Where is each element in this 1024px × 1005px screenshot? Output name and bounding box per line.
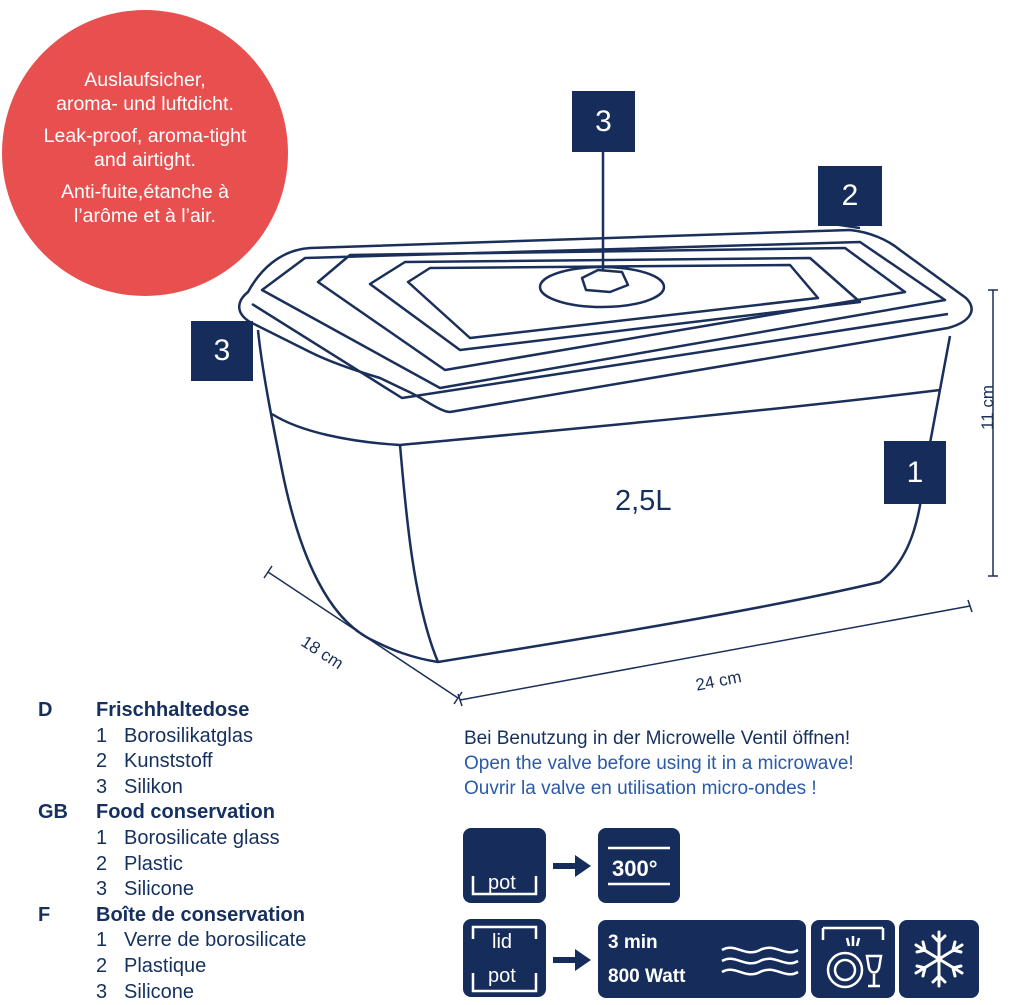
legend-item-text: Silikon: [124, 775, 183, 798]
pot-outline-icon: [471, 876, 538, 896]
badge-text-fr: Anti-fuite,étanche à l’arôme et à l’air.: [60, 181, 230, 227]
glass-body: [256, 329, 952, 664]
legend-item-number: 2: [96, 750, 108, 773]
microwave-icon: 3 min 800 Watt: [598, 920, 806, 998]
callout-valve-3: 3: [572, 91, 635, 152]
pot-label-2: pot: [488, 965, 516, 987]
legend-group-f: F Boîte de conservation 1 Verre de borosil…: [38, 903, 306, 1005]
dishwasher-symbol-icon: [821, 926, 885, 989]
legend-item-number: 2: [96, 852, 108, 875]
legend-item-text: Silicone: [124, 980, 195, 1003]
legend-item-text: Verre de borosilicate: [124, 929, 307, 952]
oven-outline-icon: [608, 846, 670, 886]
legend-item-text: Plastique: [124, 954, 207, 977]
lid-tier-inner: [368, 256, 862, 352]
capacity-label: 2,5L: [615, 485, 672, 517]
lid-outline: [238, 228, 973, 414]
legend-title: Frischhaltedose: [96, 699, 250, 721]
microwave-text-en: Open the valve before using it in a micr…: [464, 753, 854, 774]
legend-item-number: 1: [96, 826, 108, 849]
badge-text-de: Auslaufsicher, aroma- und luftdicht.: [56, 69, 234, 115]
lid-label: lid: [492, 931, 513, 953]
microwave-instructions: Bei Benutzung in der Microwelle Ventil ö…: [464, 726, 854, 801]
oven-temp: 300°: [612, 856, 658, 881]
callout-seal-3: 3: [191, 321, 253, 381]
legend-code: F: [38, 903, 51, 926]
material-legend: D Frischhaltedose 1 Borosilikatglas 2 Kunst…: [38, 698, 306, 1005]
badge-text-en: Leak-proof, aroma-tight and airtight.: [43, 125, 247, 171]
arrow-icon-2: [553, 949, 591, 971]
legend-item-text: Silicone: [124, 878, 195, 901]
microwave-waves-icon: [721, 946, 799, 976]
legend-item-number: 3: [96, 775, 108, 798]
snowflake-icon: [914, 930, 964, 988]
pot-label: pot: [488, 872, 516, 894]
arrow-icon: [553, 855, 591, 877]
leak-proof-badge: Auslaufsicher, aroma- und luftdicht. Lea…: [2, 10, 288, 296]
legend-item-text: Borosilikatglas: [124, 724, 253, 747]
legend-title: Boîte de conservation: [96, 903, 305, 926]
container-illustration: [238, 152, 998, 707]
legend-item-number: 3: [96, 878, 108, 901]
microwave-time: 3 min: [608, 932, 658, 953]
callout-glass-1: 1: [884, 441, 946, 504]
legend-code: GB: [38, 801, 68, 824]
lid-pot-outline-icon: [471, 925, 538, 993]
height-label: 11 cm: [978, 384, 997, 430]
valve-knob: [580, 268, 630, 294]
legend-item-number: 3: [96, 980, 108, 1003]
microwave-power: 800 Watt: [608, 966, 686, 987]
legend-item-number: 2: [96, 954, 108, 977]
legend-code: D: [38, 699, 53, 721]
lid-tier-outer: [260, 240, 947, 390]
dishwasher-icon: [811, 920, 895, 998]
microwave-text-fr: Ouvrir la valve en utilisation micro-ond…: [464, 778, 817, 799]
legend-item-text: Borosilicate glass: [124, 826, 280, 849]
legend-group-de: D Frischhaltedose 1 Borosilikatglas 2 Kunst…: [38, 698, 306, 800]
pot-icon: pot: [463, 828, 546, 903]
freezer-icon: [899, 920, 979, 998]
legend-item-text: Plastic: [124, 852, 183, 875]
legend-item-text: Kunststoff: [124, 750, 213, 773]
callout-lid-2: 2: [818, 166, 882, 226]
oven-icon: 300°: [598, 828, 680, 903]
microwave-text-de: Bei Benutzung in der Microwelle Ventil ö…: [464, 728, 851, 749]
lid-pot-icon: lid pot: [463, 919, 546, 997]
legend-item-number: 1: [96, 929, 108, 952]
legend-item-number: 1: [96, 724, 108, 747]
legend-title: Food conservation: [96, 801, 275, 824]
